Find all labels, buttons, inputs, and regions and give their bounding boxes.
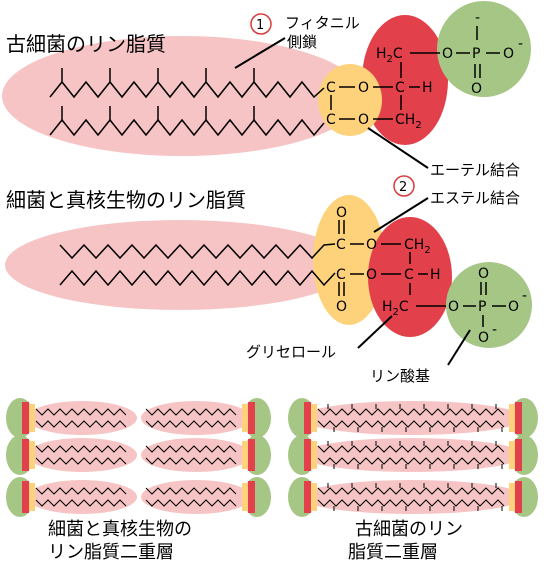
bacteria-bilayer-row <box>6 435 271 475</box>
archaea-chain-1 <box>49 80 325 99</box>
archaea-chain-1-branches <box>61 68 255 82</box>
svg-text:O: O <box>358 112 369 128</box>
marker-2 <box>393 175 415 197</box>
archaea-glycerol-region <box>318 64 382 136</box>
archaea-tail-region <box>2 36 362 156</box>
svg-text:O: O <box>336 205 347 221</box>
svg-text:O: O <box>336 299 347 315</box>
svg-text:-: - <box>518 36 523 52</box>
bacteria-tail-region <box>5 220 355 310</box>
side-chain-label: 側鎖 <box>287 33 317 51</box>
svg-text:2: 2 <box>399 180 407 195</box>
svg-text:O: O <box>478 330 489 346</box>
svg-text:-: - <box>492 322 497 338</box>
svg-text:C: C <box>395 80 405 96</box>
svg-text:C: C <box>326 80 336 96</box>
svg-text:-: - <box>522 288 527 304</box>
svg-text:O: O <box>366 267 377 283</box>
bacteria-phosphate-group <box>446 262 532 348</box>
svg-text:-: - <box>475 10 480 26</box>
phosphate-label: リン酸基 <box>370 367 430 385</box>
svg-text:O: O <box>358 80 369 96</box>
archaea-ch2-region <box>362 15 448 145</box>
svg-text:O: O <box>471 81 482 97</box>
bilayer-headgroup <box>509 435 538 475</box>
bilayer-headgroup <box>509 477 538 517</box>
bilayer-headgroup <box>6 435 35 475</box>
bacteria-bilayer-row <box>6 477 271 517</box>
svg-text:P: P <box>478 299 486 315</box>
svg-text:C: C <box>326 112 336 128</box>
bacteria-glycerol-region <box>313 195 385 325</box>
svg-text:O: O <box>508 299 519 315</box>
svg-text:1: 1 <box>256 18 264 33</box>
bilayer-headgroup <box>288 398 317 438</box>
svg-text:CH2: CH2 <box>404 237 431 256</box>
bacteria-bilayer-row <box>6 398 271 438</box>
bilayer-headgroup <box>6 477 35 517</box>
svg-text:O: O <box>366 237 377 253</box>
bacteria-bilayer <box>6 398 271 517</box>
svg-text:O: O <box>448 299 459 315</box>
svg-text:C: C <box>336 267 346 283</box>
bacteria-bilayer-caption-2: リン脂質二重層 <box>48 542 174 563</box>
bilayer-headgroup <box>242 398 271 438</box>
phytanyl-label: フィタニル <box>285 14 360 32</box>
archaea-phosphate-group <box>437 1 531 97</box>
svg-text:O: O <box>442 46 453 62</box>
archaea-chain-2-branches <box>61 106 255 120</box>
bilayer-headgroup <box>288 477 317 517</box>
svg-text:CH2: CH2 <box>395 112 422 131</box>
svg-text:C: C <box>404 267 414 283</box>
ester-bond-label: エステル結合 <box>430 189 520 207</box>
archaea-phospholipid: C O C H C O CH2 H2C O P O - C O <box>2 1 531 179</box>
bacteria-title: 細菌と真核生物のリン脂質 <box>6 188 246 212</box>
bacteria-glycerol-structure: O C O CH2 C O C H O H2C O P O <box>336 205 527 346</box>
bilayer-headgroup <box>509 398 538 438</box>
bacteria-chain-2 <box>59 269 336 287</box>
archaea-bilayer-caption-1: 古細菌のリン <box>355 519 463 540</box>
svg-text:O: O <box>478 266 489 282</box>
archaea-bilayer-row <box>288 435 538 475</box>
marker-1 <box>250 13 272 35</box>
bacteria-chain-1 <box>59 243 336 260</box>
archaea-bilayer-caption-2: 脂質二重層 <box>348 542 438 563</box>
archaea-bilayer-row <box>288 477 538 517</box>
archaea-chain-2 <box>49 118 325 137</box>
archaea-title: 古細菌のリン脂質 <box>6 32 166 56</box>
svg-text:H2C: H2C <box>382 299 409 318</box>
archaea-bilayer <box>288 398 538 517</box>
bilayer-headgroup <box>242 477 271 517</box>
bilayer-headgroup <box>242 435 271 475</box>
bilayer-headgroup <box>288 435 317 475</box>
bacteria-phospholipid: O C O CH2 C O C H O H2C O P O <box>5 175 532 385</box>
svg-text:H: H <box>422 80 433 96</box>
ether-bond-label: エーテル結合 <box>430 161 520 179</box>
glycerol-label: グリセロール <box>246 343 336 361</box>
svg-text:C: C <box>336 237 346 253</box>
svg-text:P: P <box>472 46 480 62</box>
svg-text:H: H <box>430 267 441 283</box>
bacteria-bilayer-caption-1: 細菌と真核生物の <box>48 519 192 540</box>
archaea-bilayer-row <box>288 398 538 438</box>
svg-text:H2C: H2C <box>376 46 403 65</box>
archaea-glycerol-structure: C O C H C O CH2 H2C O P O - C O <box>326 10 523 131</box>
bilayer-headgroup <box>6 398 35 438</box>
bacteria-ch2-region <box>368 217 452 337</box>
svg-text:O: O <box>503 46 514 62</box>
